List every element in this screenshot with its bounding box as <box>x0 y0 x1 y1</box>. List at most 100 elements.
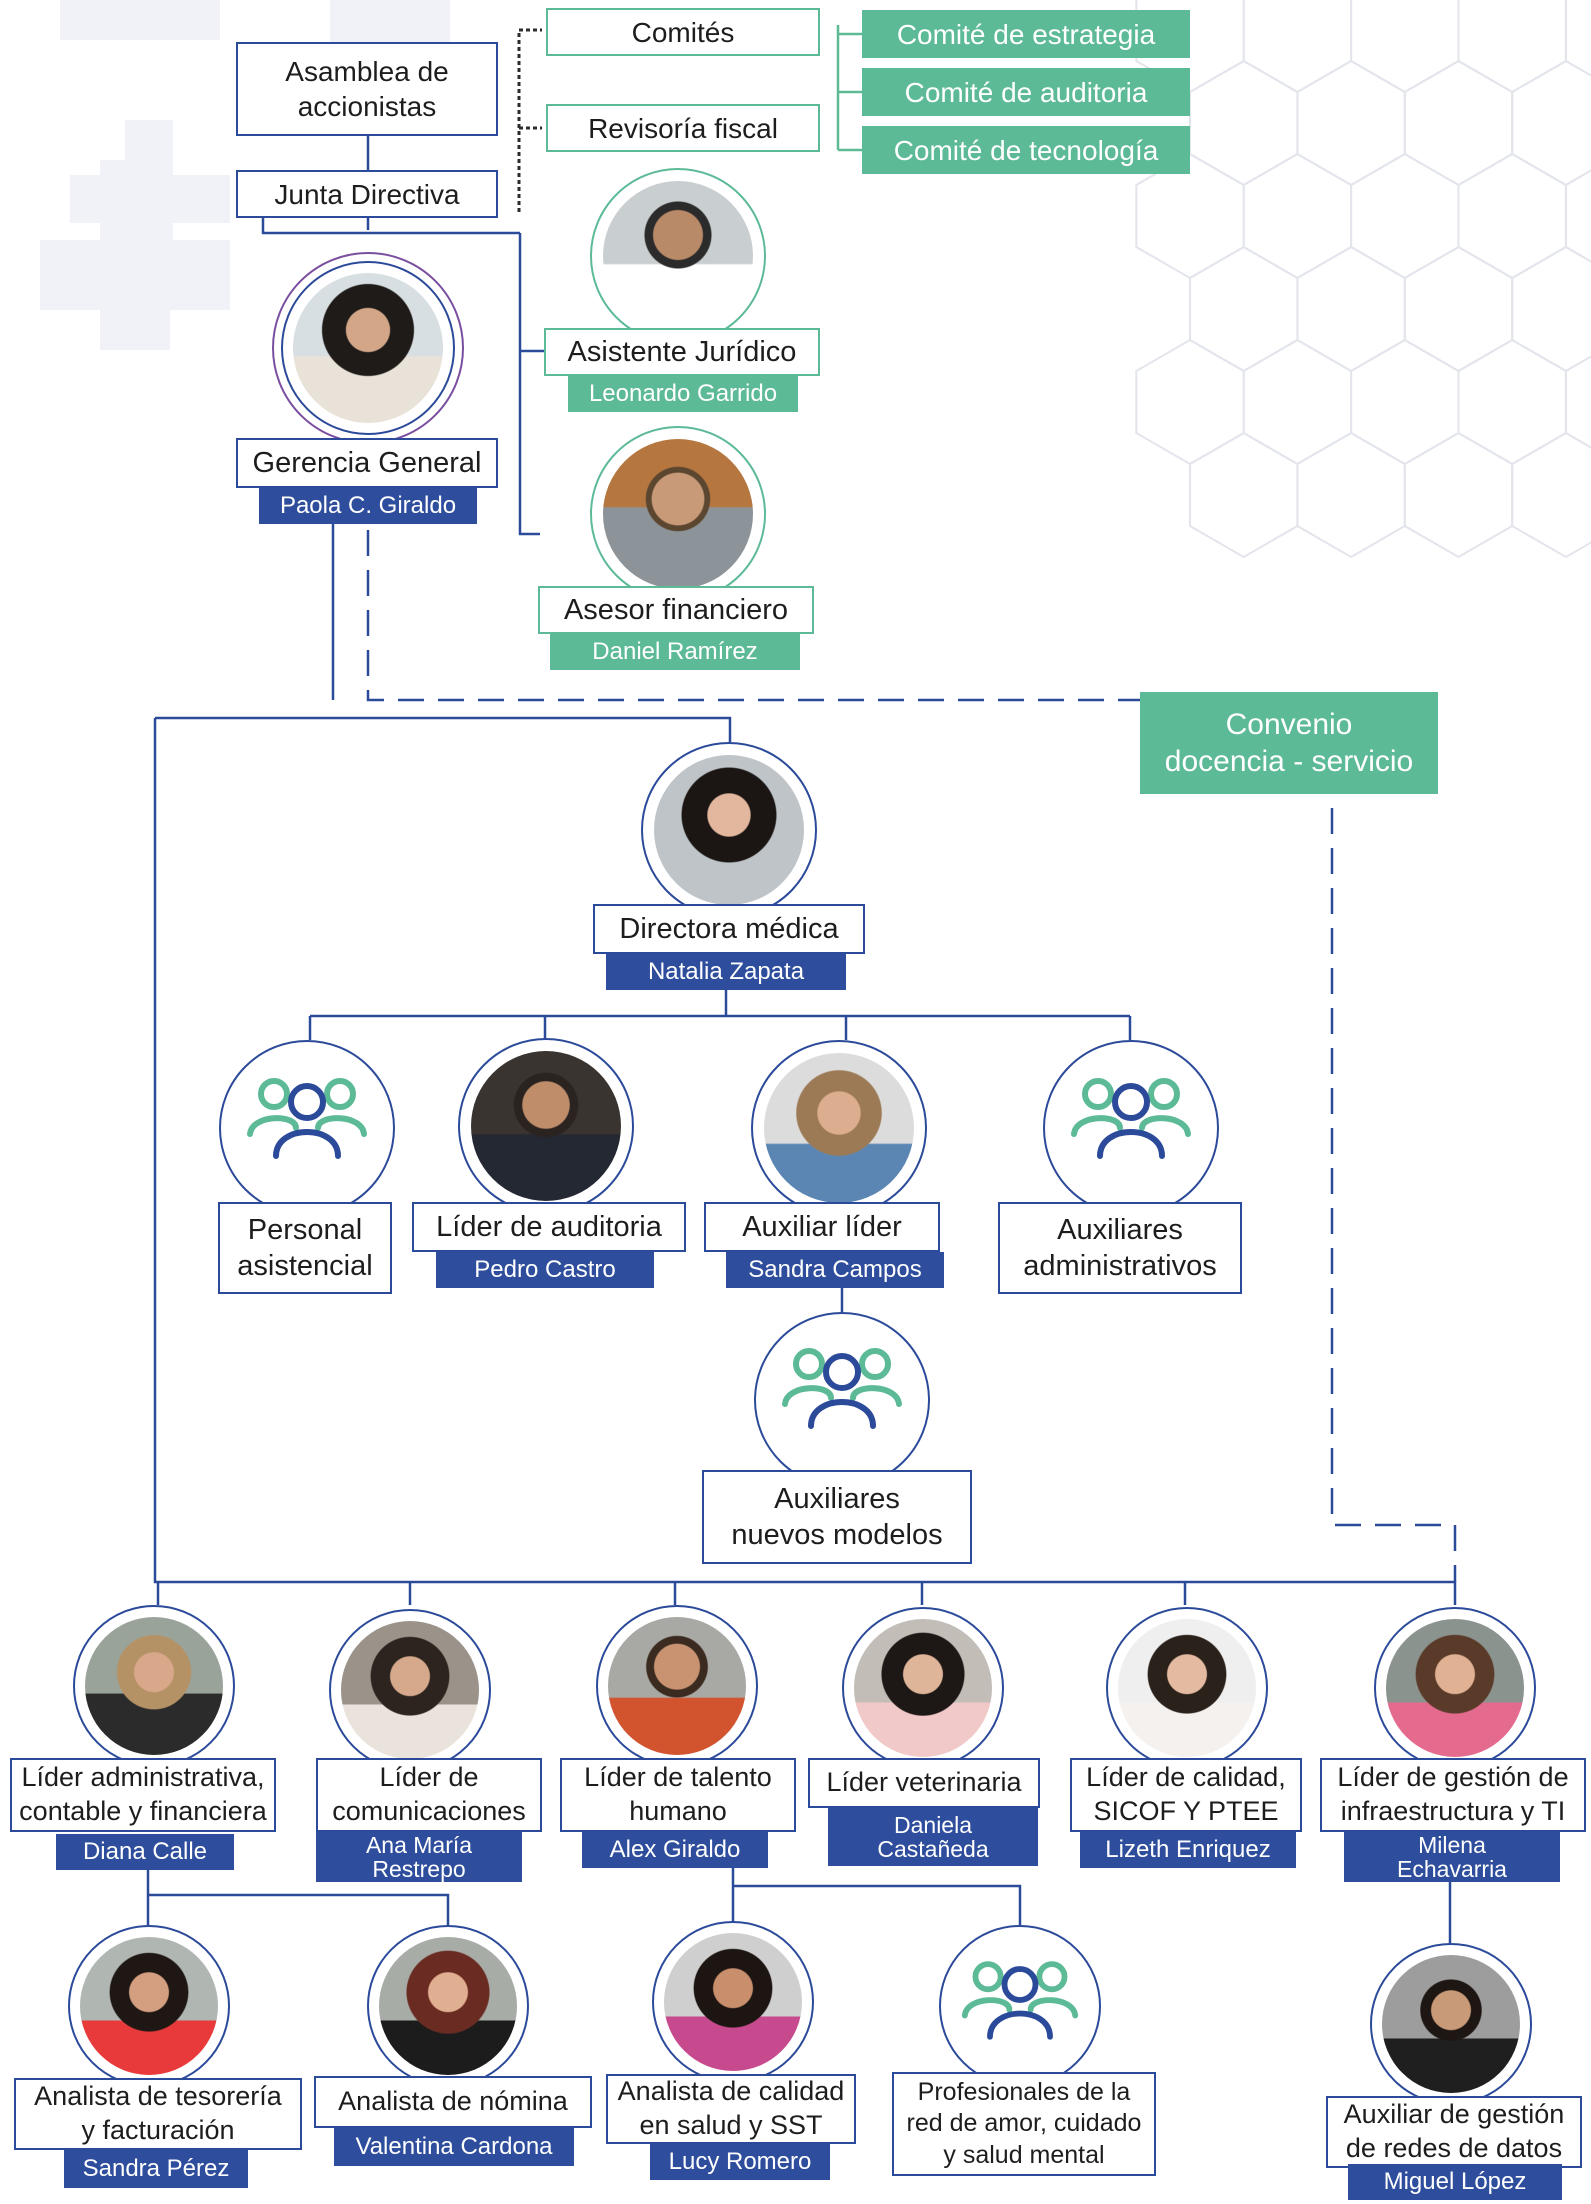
bottom-role: Profesionales de la red de amor, cuidado… <box>906 2078 1142 2169</box>
committee-auditoria: Comité de auditoria <box>862 68 1190 116</box>
bottom-name-bar: Sandra Pérez <box>64 2150 248 2188</box>
team-ring <box>1043 1040 1219 1216</box>
leader-role-box: Líder de calidad, SICOF Y PTEE <box>1070 1758 1302 1832</box>
leader-role: Líder de calidad, SICOF Y PTEE <box>1086 1762 1286 1826</box>
team-role: Líder de auditoria <box>436 1210 662 1243</box>
leader-name: Milena Echavarria <box>1397 1831 1507 1882</box>
bottom-photo <box>1382 1955 1520 2093</box>
revisoria-label: Revisoría fiscal <box>588 112 778 144</box>
leader-role: Líder veterinaria <box>826 1767 1022 1798</box>
gerencia-name: Paola C. Giraldo <box>279 492 457 520</box>
advisor-role: Asesor financiero <box>563 593 789 626</box>
team-ring <box>219 1040 395 1216</box>
background-hexagon-pattern <box>1135 0 1591 559</box>
group-icon <box>782 1348 902 1429</box>
bottom-name: Valentina Cardona <box>355 2133 553 2161</box>
bottom-role: Auxiliar de gestión de redes de datos <box>1343 2099 1565 2163</box>
directora-role-box: Directora médica <box>593 904 865 954</box>
revisoria-box: Revisoría fiscal <box>546 104 820 152</box>
leader-name-bar: Alex Giraldo <box>582 1832 768 1868</box>
advisor-role-box: Asesor financiero <box>538 586 814 634</box>
committee-label: Comité de auditoria <box>904 76 1148 108</box>
convenio-label: Convenio docencia - servicio <box>1164 707 1414 779</box>
team-role-box: Personal asistencial <box>218 1202 392 1294</box>
leader-role-box: Líder veterinaria <box>808 1758 1040 1808</box>
advisor-role-box: Asistente Jurídico <box>544 328 820 376</box>
bottom-role-box: Profesionales de la red de amor, cuidado… <box>892 2072 1156 2176</box>
team-name-bar: Pedro Castro <box>436 1252 654 1288</box>
gerencia-photo <box>293 273 443 423</box>
bottom-role: Analista de calidad en salud y SST <box>617 2076 845 2140</box>
background-cross <box>100 160 170 350</box>
bottom-role: Analista de tesorería y facturación <box>34 2081 282 2145</box>
leader-photo <box>1118 1619 1256 1757</box>
leader-photo <box>608 1617 746 1755</box>
team-role: Auxiliares administrativos <box>1023 1213 1217 1282</box>
bottom-name: Lucy Romero <box>668 2148 812 2176</box>
junta-label: Junta Directiva <box>274 178 460 210</box>
leader-name: Alex Giraldo <box>609 1836 741 1864</box>
leader-name-bar: Diana Calle <box>56 1834 234 1870</box>
bottom-photo <box>664 1933 802 2071</box>
leader-role: Líder de gestión de infraestructura y TI <box>1337 1762 1569 1826</box>
leader-photo <box>85 1617 223 1755</box>
gerencia-name-bar: Paola C. Giraldo <box>259 488 477 524</box>
team-name: Pedro Castro <box>474 1256 616 1284</box>
advisor-name: Leonardo Garrido <box>588 380 778 407</box>
leader-photo <box>1386 1619 1524 1757</box>
comites-box: Comités <box>546 8 820 56</box>
leader-name: Lizeth Enriquez <box>1105 1836 1271 1864</box>
committee-label: Comité de tecnología <box>893 134 1159 166</box>
team-role-box: Auxiliar líder <box>704 1202 940 1252</box>
background-cross <box>60 0 220 40</box>
junta-box: Junta Directiva <box>236 170 498 218</box>
committee-estrategia: Comité de estrategia <box>862 10 1190 58</box>
leader-photo <box>854 1619 992 1757</box>
committee-label: Comité de estrategia <box>896 18 1156 50</box>
nuevos-role: Auxiliares nuevos modelos <box>731 1482 943 1551</box>
leader-name: Daniela Castañeda <box>877 1811 989 1862</box>
leader-role-box: Líder administrativa, contable y financi… <box>10 1758 276 1832</box>
convenio-box: Convenio docencia - servicio <box>1140 692 1438 794</box>
leader-role-box: Líder de gestión de infraestructura y TI <box>1320 1758 1586 1832</box>
leader-photo <box>341 1621 479 1759</box>
directora-name-bar: Natalia Zapata <box>606 954 846 990</box>
bottom-role-box: Analista de calidad en salud y SST <box>606 2074 856 2144</box>
leader-name: Diana Calle <box>82 1838 208 1866</box>
advisor-role: Asistente Jurídico <box>567 335 797 368</box>
team-photo <box>764 1053 914 1203</box>
group-icon <box>961 1961 1079 2040</box>
bottom-role: Analista de nómina <box>338 2086 568 2117</box>
leader-name-bar: Lizeth Enriquez <box>1080 1832 1296 1868</box>
bottom-name-bar: Valentina Cardona <box>334 2128 574 2166</box>
group-icon <box>1071 1078 1191 1159</box>
asamblea-label: Asamblea de accionistas <box>285 56 449 122</box>
bottom-photo <box>379 1937 517 2075</box>
leader-name-bar: Daniela Castañeda <box>828 1808 1038 1866</box>
leader-role: Líder administrativa, contable y financi… <box>19 1762 267 1826</box>
team-role: Personal asistencial <box>237 1213 373 1282</box>
bottom-ring <box>939 1925 1101 2087</box>
directora-photo <box>654 755 804 905</box>
team-name: Sandra Campos <box>748 1256 922 1284</box>
team-photo <box>471 1051 621 1201</box>
advisor-name: Daniel Ramírez <box>592 638 758 665</box>
advisor-name-bar: Leonardo Garrido <box>568 376 798 412</box>
bottom-role-box: Analista de tesorería y facturación <box>14 2078 302 2150</box>
leader-role-box: Líder de comunicaciones <box>316 1758 542 1832</box>
bottom-role-box: Auxiliar de gestión de redes de datos <box>1326 2096 1582 2168</box>
leader-role-box: Líder de talento humano <box>560 1758 796 1832</box>
team-role-box: Auxiliares administrativos <box>998 1202 1242 1294</box>
bottom-name-bar: Lucy Romero <box>650 2144 830 2180</box>
bottom-photo <box>80 1937 218 2075</box>
bottom-role-box: Analista de nómina <box>314 2076 592 2128</box>
leader-role: Líder de comunicaciones <box>332 1762 526 1826</box>
advisor-photo <box>603 439 753 589</box>
committee-tecnologia: Comité de tecnología <box>862 126 1190 174</box>
gerencia-role: Gerencia General <box>252 446 482 479</box>
gerencia-role-box: Gerencia General <box>236 438 498 488</box>
leader-role: Líder de talento humano <box>584 1762 772 1826</box>
bottom-name: Sandra Pérez <box>82 2155 230 2183</box>
asamblea-box: Asamblea de accionistas <box>236 42 498 136</box>
